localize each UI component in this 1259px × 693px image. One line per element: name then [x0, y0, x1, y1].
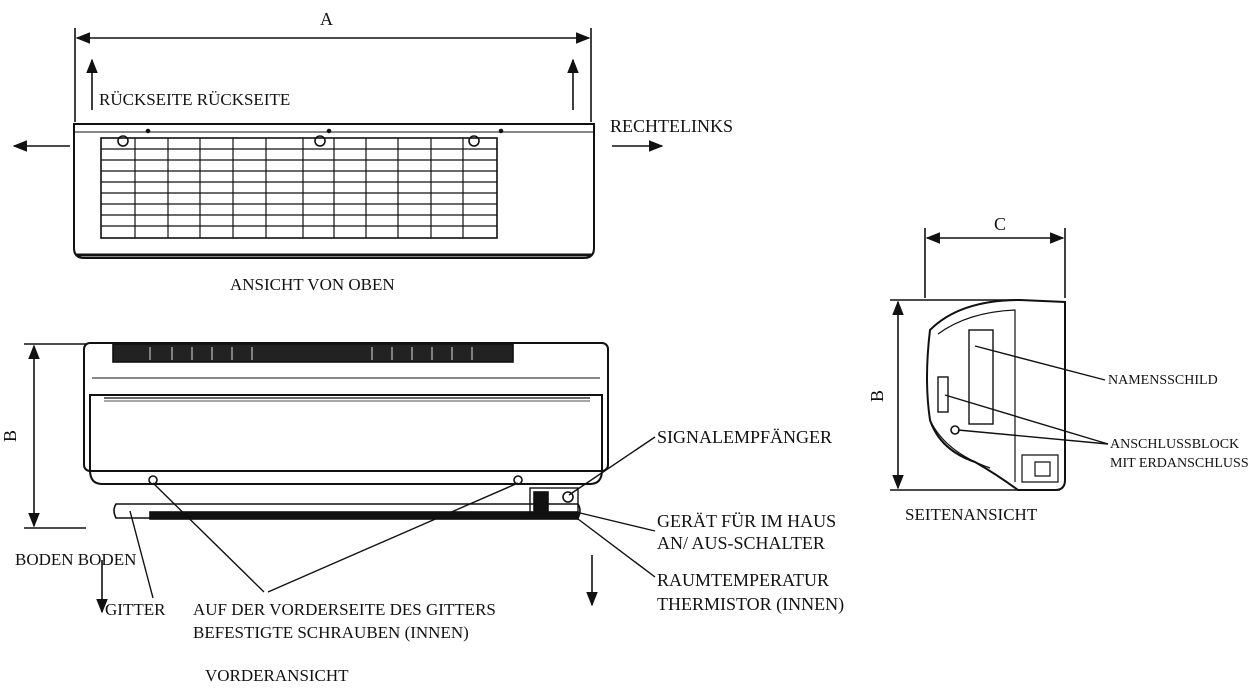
vorderansicht-label: VORDERANSICHT — [205, 666, 349, 685]
anschluss-label-line2: MIT ERDANSCHLUSS — [1110, 456, 1249, 471]
leader-geraet — [575, 511, 656, 532]
leader-signal — [568, 436, 656, 496]
leader-screw-left — [152, 482, 265, 593]
leader-namensschild — [974, 345, 1106, 381]
dim-a-label: A — [320, 9, 333, 29]
dim-b-front-label: B — [0, 429, 21, 443]
namensschild-label: NAMENSSCHILD — [1108, 373, 1218, 388]
front-view — [24, 342, 656, 614]
anschluss-label-line1: ANSCHLUSSBLOCK — [1110, 437, 1240, 452]
ansicht-von-oben-label: ANSICHT VON OBEN — [230, 275, 395, 294]
top-view-grille — [100, 137, 498, 239]
side-view — [890, 228, 1109, 491]
leader-anschluss-b — [957, 429, 1109, 445]
rechtelinks-label: RECHTELINKS — [610, 116, 733, 136]
dim-c-label: C — [994, 214, 1007, 234]
leader-gitter — [129, 510, 154, 599]
rueckseite-label: RÜCKSEITE RÜCKSEITE — [99, 90, 291, 109]
geraet-label-line1: GERÄT FÜR IM HAUS — [657, 511, 837, 531]
schrauben-label-line2: BEFESTIGTE SCHRAUBEN (INNEN) — [193, 623, 469, 642]
front-top-vent — [112, 343, 514, 363]
gitter-label: GITTER — [105, 600, 166, 619]
side-terminal-block — [937, 376, 949, 413]
seitenansicht-label: SEITENANSICHT — [905, 505, 1038, 524]
receiver-block — [529, 487, 579, 517]
signalempfaenger-label: SIGNALEMPFÄNGER — [657, 427, 833, 447]
side-view-body — [926, 298, 1066, 491]
top-view — [12, 28, 664, 259]
top-view-body — [73, 123, 595, 259]
boden-label: BODEN BODEN — [15, 550, 137, 569]
front-view-body — [83, 342, 609, 472]
side-name-plate — [968, 329, 994, 425]
leader-anschluss-a — [944, 394, 1109, 445]
raumtemp-label-line1: RAUMTEMPERATUR — [657, 570, 830, 590]
leader-raumtemp — [573, 515, 656, 578]
geraet-label-line2: AN/ AUS-SCHALTER — [657, 533, 825, 553]
raumtemp-label-line2: THERMISTOR (INNEN) — [657, 594, 845, 614]
leader-screw-right — [267, 482, 519, 593]
dim-b-side-label: B — [867, 389, 888, 403]
schrauben-label-line1: AUF DER VORDERSEITE DES GITTERS — [193, 600, 496, 619]
